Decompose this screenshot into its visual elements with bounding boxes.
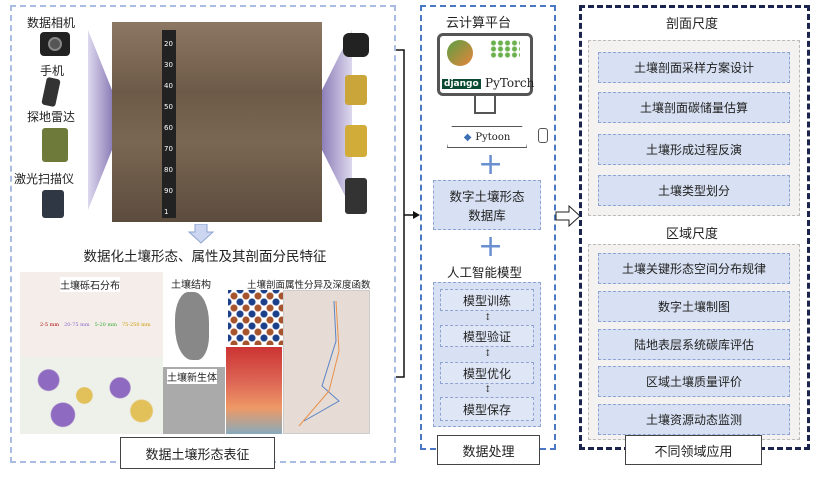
connector-arrow	[396, 49, 420, 378]
device-label: 激光扫描仪	[14, 172, 75, 186]
laser-scanner-icon	[42, 190, 64, 218]
ruler-tick: 60	[164, 124, 173, 132]
profile-scale-title: 剖面尺度	[666, 17, 719, 32]
profile-item: 土壤形成过程反演	[598, 134, 790, 165]
step-validation: 模型验证	[440, 325, 534, 347]
ai-model-title: 人工智能模型	[447, 265, 523, 280]
legend-item: 20-75 mm	[64, 322, 90, 328]
gravel-distribution-image: 土壤砾石分布 2-5 mm 20-75 mm 5-20 mm 75-250 mm	[20, 272, 163, 434]
bidirectional-arrow-icon: ↕	[484, 349, 492, 359]
ruler-tick: 30	[164, 61, 173, 69]
soil-profile-photo: 20 30 40 50 60 70 80 90 1	[112, 22, 322, 222]
funnel-left	[88, 30, 112, 210]
profile-item: 土壤剖面碳储量估算	[598, 92, 790, 123]
profile-item: 土壤类型划分	[598, 175, 790, 206]
database-line: 数据库	[468, 208, 506, 223]
mouse-icon	[538, 128, 548, 143]
gravel-legend: 2-5 mm 20-75 mm 5-20 mm 75-250 mm	[40, 322, 151, 328]
bidirectional-arrow-icon: ↕	[484, 385, 492, 395]
ruler: 20 30 40 50 60 70 80 90 1	[162, 30, 176, 218]
device-label: 手机	[40, 64, 65, 78]
handheld-device-icon	[345, 178, 367, 214]
camera-icon	[40, 32, 70, 56]
step-saving: 模型保存	[440, 397, 534, 421]
django-logo: django	[442, 79, 481, 89]
xrf-analyzer-icon	[345, 75, 367, 105]
panel-title: 土壤砾石分布	[60, 277, 120, 292]
panel-title: 土壤剖面属性分异及深度函数	[247, 280, 371, 291]
ruler-tick: 90	[164, 187, 173, 195]
hollow-arrow-icon	[555, 205, 581, 227]
funnel-right	[322, 30, 352, 210]
soil-aggregate-3d	[175, 292, 209, 360]
monitor-stand	[474, 96, 496, 114]
plus-icon: +	[478, 147, 504, 182]
device-label: 数据相机	[27, 16, 76, 30]
sensor-icon	[343, 33, 369, 57]
region-item: 陆地表层系统碳库评估	[598, 329, 790, 360]
legend-item: 75-250 mm	[121, 322, 151, 328]
pytorch-logo: PyTorch	[485, 76, 535, 90]
network-graph-image	[228, 290, 283, 345]
platform-logo-icon	[447, 40, 473, 66]
heatmap-image	[226, 347, 282, 434]
cloud-platform-title: 云计算平台	[446, 16, 512, 31]
down-arrow-icon	[188, 224, 214, 244]
bidirectional-arrow-icon: ↕	[484, 313, 492, 323]
region-item: 数字土壤制图	[598, 291, 790, 322]
morphology-heading: 数据化土壤形态、属性及其剖面分民特征	[83, 249, 327, 265]
step-optimization: 模型优化	[440, 362, 534, 384]
ruler-tick: 1	[164, 208, 169, 216]
device-label: 探地雷达	[27, 110, 76, 124]
soil-structure-image: 土壤结构	[163, 272, 225, 367]
ruler-tick: 70	[164, 145, 173, 153]
ai-model-steps: 模型训练 模型验证 模型优化 模型保存 ↕ ↕ ↕	[433, 282, 541, 427]
soil-database: 数字土壤形态数据库	[433, 180, 541, 230]
dots-logo-icon	[490, 40, 520, 58]
python-icon: ◆	[463, 131, 472, 143]
panel-title: 土壤结构	[171, 280, 211, 291]
morphology-caption: 数据土壤形态表征	[120, 437, 275, 469]
gravel-map	[20, 357, 163, 434]
panel-title: 土壤新生体	[167, 369, 217, 384]
processing-caption: 数据处理	[437, 435, 540, 465]
applications-caption: 不同领域应用	[625, 435, 762, 465]
xrf-analyzer-icon	[345, 125, 367, 157]
ruler-tick: 40	[164, 82, 173, 90]
ground-radar-icon	[42, 128, 68, 162]
ruler-tick: 50	[164, 103, 173, 111]
keyboard-python: ◆Pytoon	[447, 126, 527, 148]
step-training: 模型训练	[440, 289, 534, 311]
region-item: 土壤资源动态监测	[598, 404, 790, 435]
ruler-tick: 80	[164, 166, 173, 174]
python-label: Pytoon	[475, 131, 511, 143]
new-growth-image: 土壤新生体	[163, 367, 225, 434]
plus-icon: +	[478, 229, 504, 264]
profile-item: 土壤剖面采样方案设计	[598, 52, 790, 83]
region-scale-title: 区域尺度	[666, 227, 719, 242]
legend-item: 5-20 mm	[94, 322, 117, 328]
depth-function-chart	[283, 290, 370, 434]
region-item: 区域土壤质量评价	[598, 366, 790, 397]
region-item: 土壤关键形态空间分布规律	[598, 253, 790, 284]
monitor-icon: django PyTorch	[437, 33, 535, 96]
legend-item: 2-5 mm	[40, 322, 60, 328]
ruler-tick: 20	[164, 40, 173, 48]
database-line: 数字土壤形态	[449, 189, 525, 204]
